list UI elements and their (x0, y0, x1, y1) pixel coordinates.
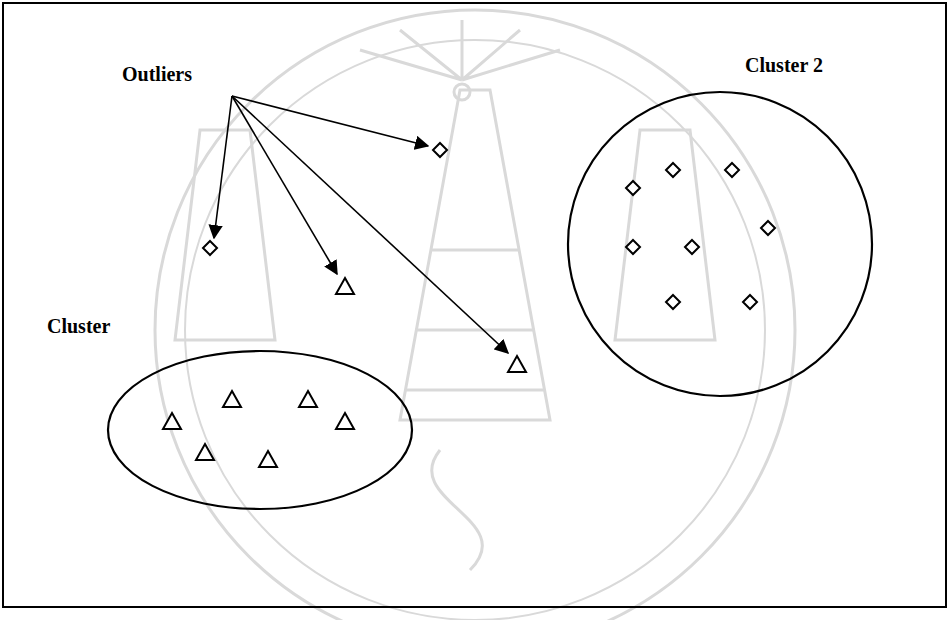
frame (3, 3, 946, 607)
diamond-points (203, 143, 775, 309)
triangle-points (163, 278, 526, 467)
watermark-seal (155, 10, 795, 620)
leader-arrows (214, 96, 508, 353)
cluster-label: Cluster 2 (745, 53, 823, 77)
cluster-label: Cluster (47, 314, 110, 338)
cluster-circle: Cluster 2 (567, 91, 873, 397)
outlier-label: Outliers (122, 62, 192, 86)
cluster-ellipse: Cluster (107, 350, 413, 510)
cluster-outline (567, 91, 873, 397)
cluster-outline (107, 350, 413, 510)
